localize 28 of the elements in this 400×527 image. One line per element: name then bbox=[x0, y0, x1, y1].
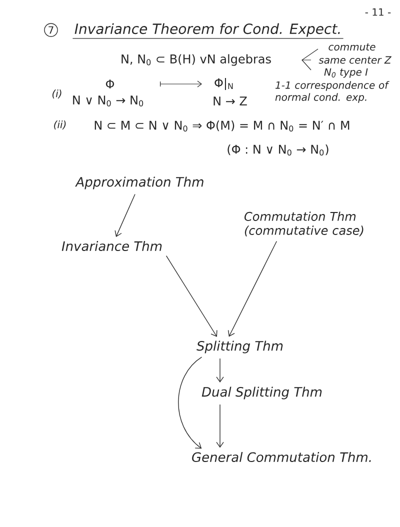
item-number: (i) bbox=[52, 90, 62, 98]
formula: N ∨ N$_{0}$ → N$_{0}$ bbox=[73, 96, 144, 106]
item-number: (ii) bbox=[54, 120, 66, 130]
theorem-label: Invariance Thm bbox=[62, 240, 162, 252]
note: commute bbox=[328, 43, 376, 51]
theorem-label: Commutation Thm (commutative case) bbox=[244, 212, 364, 236]
theorem-label: Dual Splitting Thm bbox=[202, 386, 322, 400]
arrow bbox=[216, 358, 224, 383]
formula: Φ bbox=[106, 80, 114, 88]
formula: N, N$_{0}$ ⊂ B(H) vN algebras bbox=[122, 54, 271, 66]
formula: (Φ : N ∨ N$_{0}$ → N$_{0}$) bbox=[228, 144, 328, 156]
formula: N ⊂ M ⊂ N ∨ N$_{0}$ ⇒ Φ(M) = M ∩ N$_{0}$ = N′ ∩ M bbox=[94, 120, 350, 132]
page-number: - 11 - bbox=[365, 8, 391, 16]
arrow bbox=[178, 356, 202, 449]
note: same center Z bbox=[318, 56, 392, 64]
formula: N → Z bbox=[214, 96, 247, 106]
circled-number: 7 bbox=[44, 23, 58, 37]
note: 1-1 correspondence of normal cond. exp. bbox=[275, 81, 390, 103]
formula: Φ|$_{N}$ bbox=[214, 78, 233, 90]
arrow bbox=[228, 240, 278, 337]
theorem-label: Splitting Thm bbox=[196, 340, 283, 354]
note: N$_{0}$ type I bbox=[324, 68, 368, 78]
arrow bbox=[216, 404, 224, 448]
title: Invariance Theorem for Cond. Expect. bbox=[72, 23, 344, 39]
theorem-label: Approximation Thm bbox=[75, 176, 204, 190]
theorem-label: General Commutation Thm. bbox=[192, 452, 371, 462]
arrow bbox=[166, 255, 218, 337]
arrow bbox=[114, 194, 136, 237]
